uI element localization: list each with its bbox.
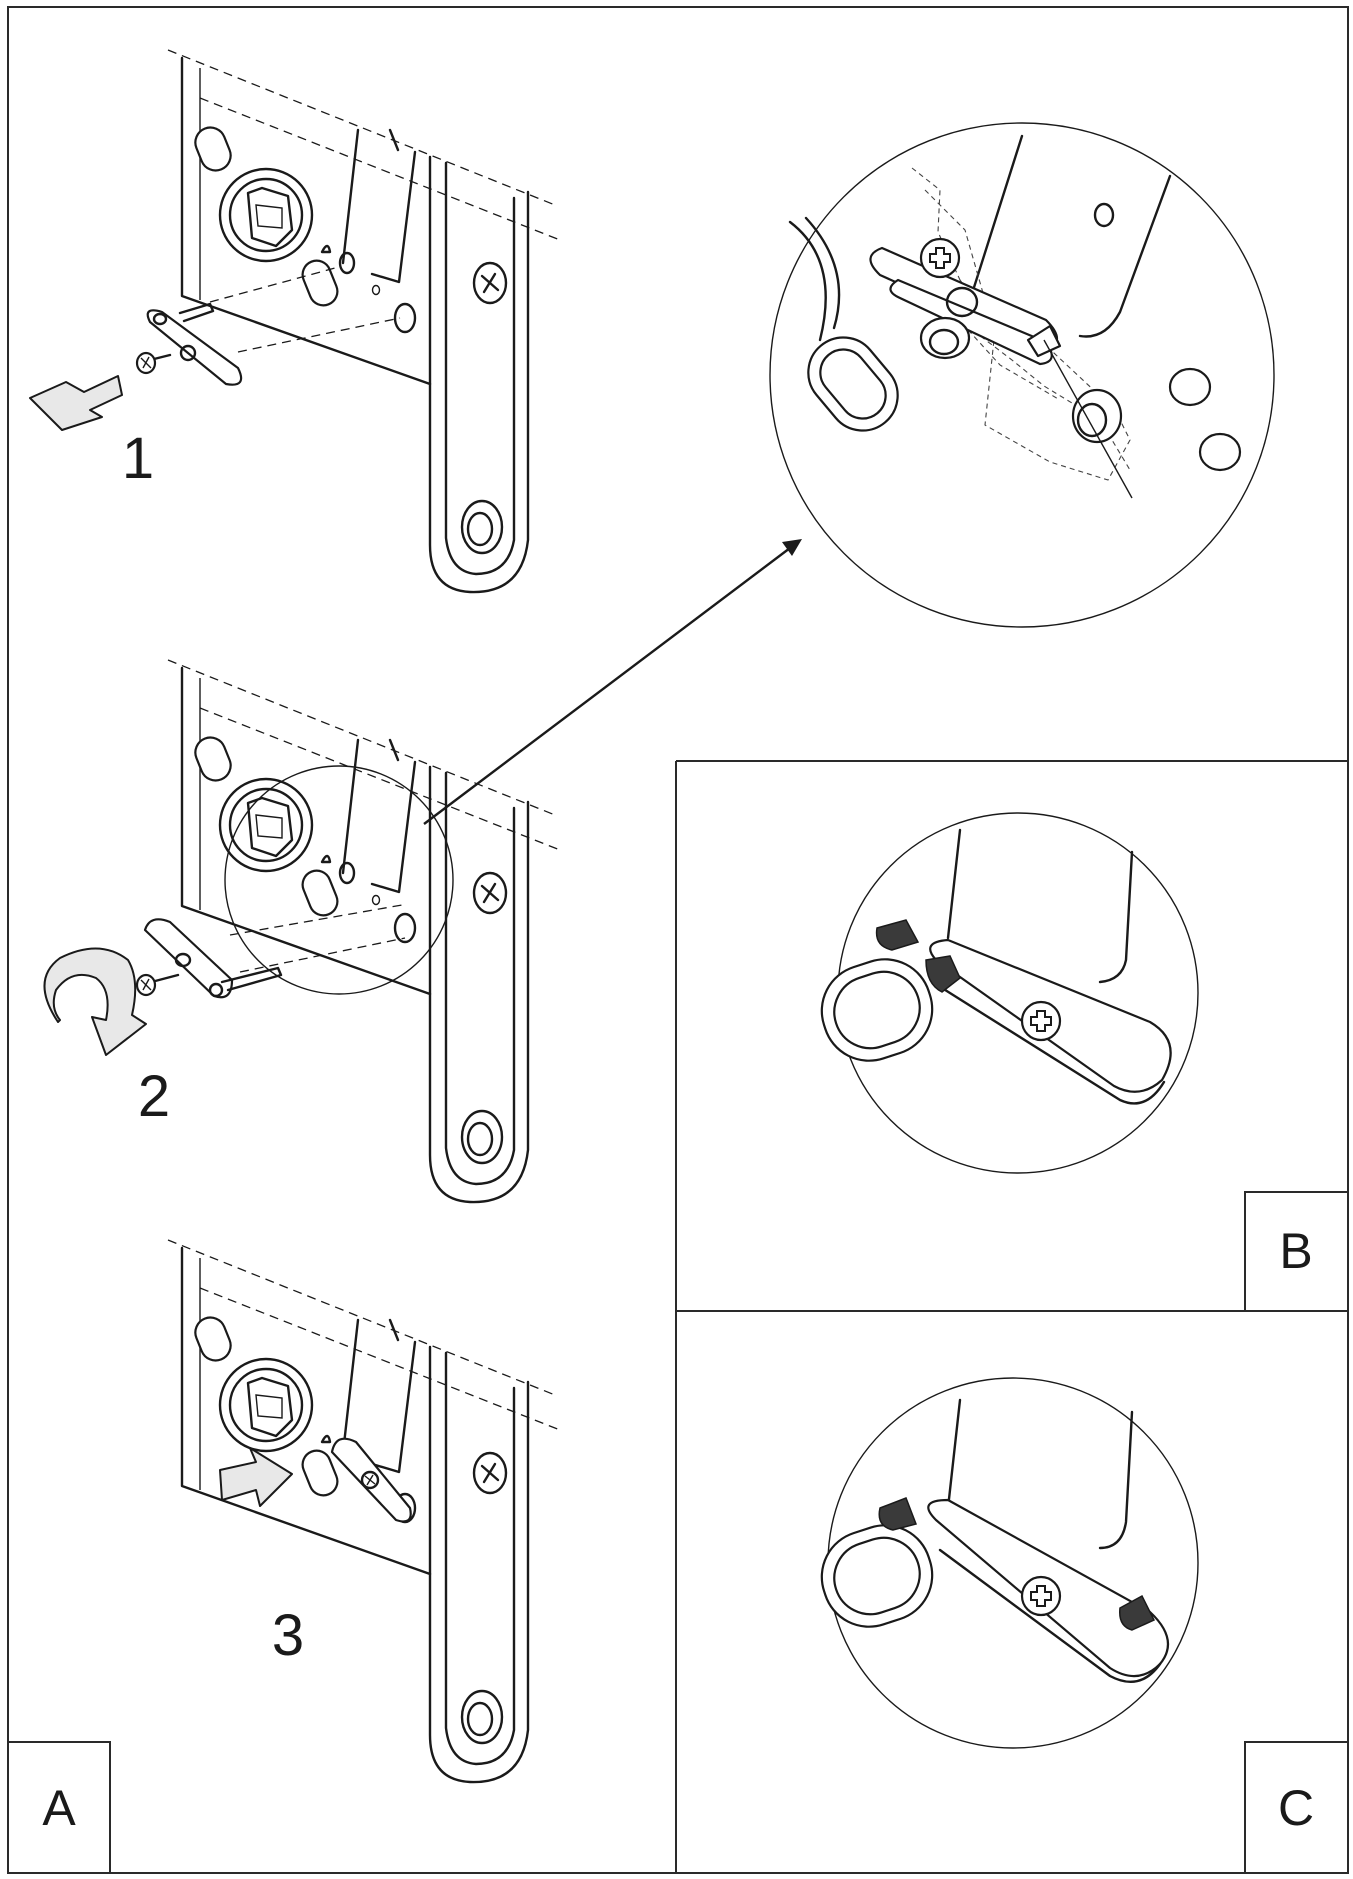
phillips-screw-icon: [919, 237, 961, 279]
panel-b-label-box: B: [1244, 1191, 1349, 1312]
panel-a-label-box: A: [7, 1741, 111, 1874]
arrow-left-icon: [29, 375, 123, 431]
step-1-assembly: [135, 48, 562, 594]
magnifier-circle: [224, 765, 454, 995]
panel-c-label-box: C: [1244, 1741, 1349, 1874]
phillips-screw-icon-b: [1020, 1000, 1062, 1042]
arrow-right-icon: [219, 1447, 293, 1507]
step-3-number: 3: [272, 1603, 304, 1668]
step-2-assembly: [135, 658, 562, 1204]
step-1-number: 1: [122, 426, 154, 491]
panel-a-label: A: [42, 1780, 76, 1836]
step-3-assembly: [166, 1238, 562, 1784]
detail-magnified-view: [769, 122, 1275, 628]
phillips-screw-icon-c: [1020, 1575, 1062, 1617]
rotate-arrow-icon: [43, 947, 147, 1056]
panel-b-label: B: [1279, 1223, 1312, 1279]
detail-c-view: [820, 1377, 1199, 1749]
detail-b-view: [820, 812, 1199, 1174]
leader-arrow-icon: [423, 539, 802, 825]
panel-c-label: C: [1278, 1780, 1314, 1836]
outer-frame: [7, 6, 1349, 1874]
step-2-number: 2: [138, 1064, 170, 1129]
